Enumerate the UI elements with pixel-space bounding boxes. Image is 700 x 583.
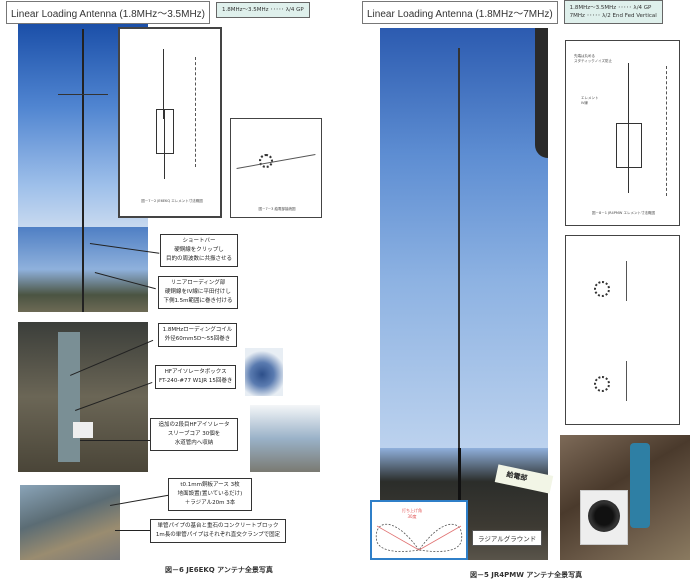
callout-line: 硬銅線をクリップし (174, 247, 224, 253)
right-diagram-caption: 図－8－1 JR4PMW エレメント寸法概図 (592, 211, 655, 215)
left-page-title: Linear Loading Antenna (1.8MHz～3.5MHz) (6, 1, 210, 24)
diagram-label: スタティックノイズ防止 (574, 59, 612, 63)
diagram-label: IV線 (581, 101, 588, 105)
callout-line: スリーブコア 30個を (167, 431, 221, 437)
callout-line: FT-240-#77 W1JR 15回巻き (159, 378, 233, 384)
antenna-mid-photo (18, 227, 148, 312)
callout-line: 硬銅線をIV線に平田付けし (165, 289, 231, 295)
callout-line: 地面設置(置いているだけ) (177, 491, 243, 497)
band-line: 7MHz ･････ λ/2 End Fed Vertical (569, 13, 657, 19)
second-isolator-photo (250, 405, 320, 472)
element-dimension-diagram: 図－7－2 JE6EKQ エレメント寸法概図 (118, 27, 222, 218)
callout-line: t0.1mm銅板アース 3枚 (180, 482, 240, 488)
callout-line: リニアローディング部 (170, 280, 226, 286)
right-header: Linear Loading Antenna (1.8MHz～7MHz) 1.8… (362, 0, 663, 24)
left-band-info: 1.8MHz～3.5MHz ･････ λ/4 GP (216, 2, 310, 18)
polar-label-line: 30度 (407, 514, 417, 519)
right-figure-caption: 図－5 JR4PMW アンテナ全景写真 (470, 571, 583, 579)
callout-base-pipe: 単管パイプの基台と重石のコンクリートブロック 1m長の単管パイプはそれぞれ直交クラ… (150, 519, 286, 543)
callout-line: 水道管内へ収納 (174, 440, 214, 446)
callout-line: ＋ラジアル20m 3本 (184, 500, 236, 506)
band-line: 1.8MHz～3.5MHz ･････ λ/4 GP (569, 5, 652, 11)
callout-line: 下側1.5m範囲に巻き付ける (163, 298, 233, 304)
callout-linear-loading: リニアローディング部硬銅線をIV線に平田付けし下側1.5m範囲に巻き付ける (158, 276, 238, 309)
diagram-label: 先端は丸める (574, 54, 595, 58)
polar-label-line: 打ち上げ角 (402, 508, 422, 513)
callout-line: HFアイソレータボックス (164, 369, 227, 375)
callout-line: 単管パイプの基台と重石のコンクリートブロック (157, 523, 279, 529)
callout-loading-coil: 1.8MHzローディングコイル外径60mm5D～55回巻き (158, 323, 237, 347)
callout-line: 外径60mm5D～55回巻き (164, 336, 231, 342)
callout-line: 1.8MHzローディングコイル (162, 327, 233, 333)
callout-second-isolator: 追加の2段目HFアイソレータスリーブコア 30個を水道管内へ収納 (150, 418, 238, 451)
left-figure-caption: 図－6 JE6EKQ アンテナ全景写真 (165, 566, 273, 574)
diagram2-caption: 図－7－3 給電部接続図 (258, 207, 296, 211)
callout-hf-isolator: HFアイソレータボックス FT-240-#77 W1JR 15回巻き (155, 365, 237, 389)
isolator-photo (245, 348, 283, 396)
feed-wiring-diagram: 図－7－3 給電部接続図 (230, 118, 322, 218)
diagram-note-tip: 先端は丸めるスタティックノイズ防止 (574, 54, 612, 64)
diagram-caption: 図－7－2 JE6EKQ エレメント寸法概図 (141, 199, 203, 203)
callout-line: 1m長の単管パイプはそれぞれ直交クランプで固定 (155, 532, 281, 538)
right-page-title: Linear Loading Antenna (1.8MHz～7MHz) (362, 1, 558, 24)
right-wiring-diagram (565, 235, 680, 425)
right-antenna-sky-photo (380, 28, 548, 448)
callout-copper-earth: t0.1mm銅板アース 3枚地面設置(置いているだけ) ＋ラジアル20m 3本 (168, 478, 252, 511)
radial-ground-label: ラジアルグラウンド (472, 530, 543, 546)
callout-short-bar: ショートバー硬銅線をクリップし目的の周波数に共振させる (160, 234, 238, 267)
callout-line: ショートバー (182, 238, 216, 244)
left-header: Linear Loading Antenna (1.8MHz～3.5MHz) 1… (6, 1, 310, 24)
right-band-info: 1.8MHz～3.5MHz ･････ λ/4 GP 7MHz ･････ λ/… (563, 0, 663, 24)
callout-line: 追加の2段目HFアイソレータ (158, 422, 230, 428)
antenna-base-photo (18, 322, 148, 472)
radiation-pattern-lobes (375, 523, 463, 552)
antenna-ground-photo (20, 485, 120, 560)
callout-line: 目的の周波数に共振させる (165, 256, 232, 262)
diagram-label: エレメント (581, 96, 599, 100)
feed-point-photo (560, 435, 690, 560)
